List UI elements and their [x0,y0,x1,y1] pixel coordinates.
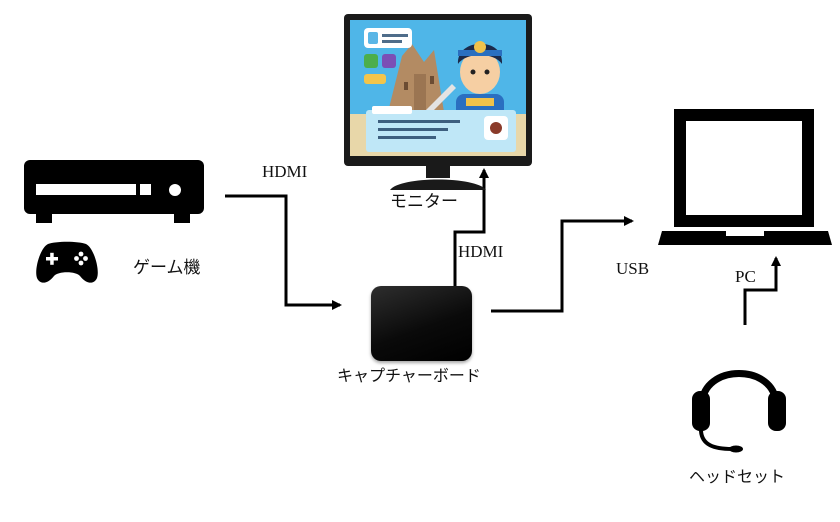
headset-label: ヘッドセット [689,467,786,486]
pc-label: PC [735,267,756,286]
hdmi-label-monitor: HDMI [458,242,504,261]
laptop-icon [658,109,832,245]
hdmi-label-console: HDMI [262,162,308,181]
monitor-label: モニター [390,192,458,211]
monitor-icon [344,14,532,190]
usb-line-capture-pc [491,216,634,313]
hdmi-line-console-capture [225,194,342,310]
game-console-icon [24,160,204,223]
usb-label: USB [616,259,650,278]
capture-board-label: キャプチャーボード [337,366,481,385]
pc-line-headset [743,256,781,325]
capture-board-icon [371,286,472,361]
game-console-label: ゲーム機 [133,258,201,277]
gamepad-icon [36,241,98,283]
headset-icon [692,370,786,453]
hdmi-line-capture-monitor [453,168,489,286]
